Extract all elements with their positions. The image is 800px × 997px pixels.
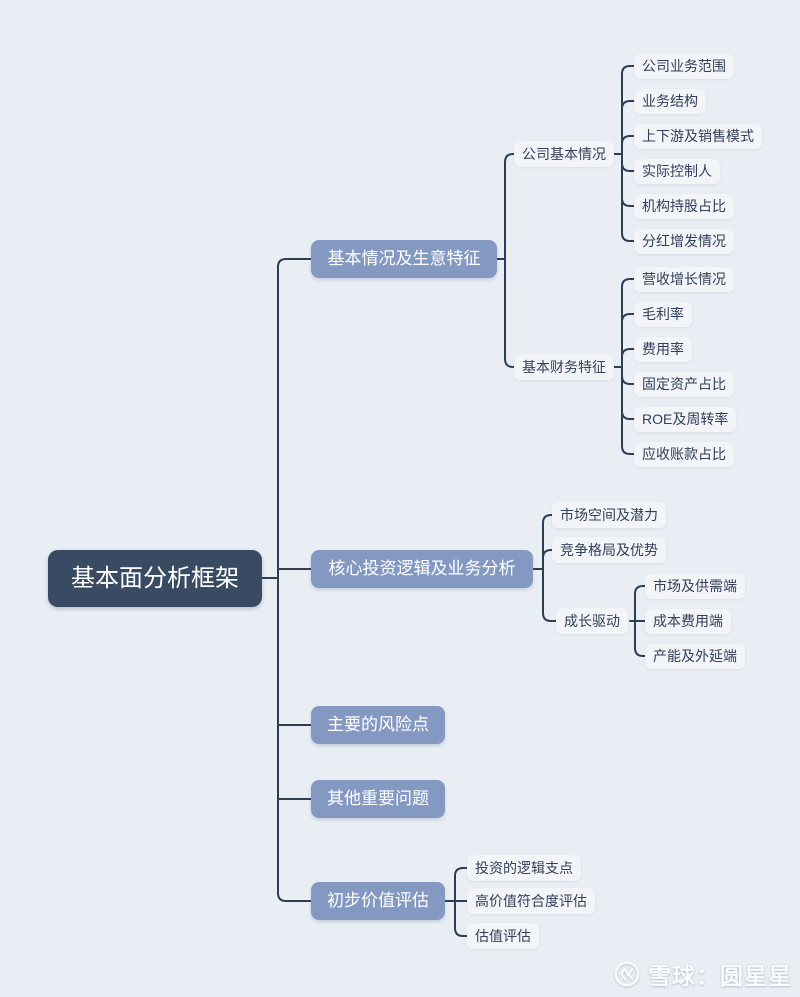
branch-preliminary-valuation[interactable]: 初步价值评估 [311, 882, 445, 920]
leaf-fixed-assets-ratio[interactable]: 固定资产占比 [634, 372, 734, 397]
connector-branch5 [442, 867, 468, 937]
node-competitive-landscape[interactable]: 竞争格局及优势 [552, 537, 666, 563]
leaf-dividend-issuance[interactable]: 分红增发情况 [634, 229, 734, 254]
leaf-gross-margin[interactable]: 毛利率 [634, 302, 692, 327]
connector-basic-financial [606, 278, 635, 455]
node-basic-financial-traits[interactable]: 基本财务特征 [514, 354, 614, 380]
root-node[interactable]: 基本面分析框架 [48, 550, 262, 607]
leaf-cost-expense-side[interactable]: 成本费用端 [645, 609, 731, 634]
branch-basic-business-traits[interactable]: 基本情况及生意特征 [311, 240, 497, 278]
connector-trunk [277, 258, 312, 902]
xueqiu-logo-icon [614, 961, 640, 987]
connector-branch-stubs [277, 568, 312, 800]
leaf-business-scope[interactable]: 公司业务范围 [634, 54, 734, 79]
leaf-actual-controller[interactable]: 实际控制人 [634, 159, 720, 184]
node-valuation-assessment[interactable]: 估值评估 [467, 923, 539, 949]
leaf-business-structure[interactable]: 业务结构 [634, 89, 706, 114]
node-company-basic-info[interactable]: 公司基本情况 [514, 141, 614, 167]
leaf-institutional-holding[interactable]: 机构持股占比 [634, 194, 734, 219]
node-market-space-potential[interactable]: 市场空间及潜力 [552, 502, 666, 528]
connector-growth-driver [629, 585, 646, 657]
node-growth-driver[interactable]: 成长驱动 [556, 608, 628, 634]
watermark-text: 雪球：圆星星 [648, 963, 792, 989]
leaf-expense-ratio[interactable]: 费用率 [634, 337, 692, 362]
leaf-supply-chain-sales-model[interactable]: 上下游及销售模式 [634, 124, 762, 149]
branch-core-investment-logic[interactable]: 核心投资逻辑及业务分析 [311, 550, 533, 588]
leaf-receivables-ratio[interactable]: 应收账款占比 [634, 442, 734, 467]
leaf-revenue-growth[interactable]: 营收增长情况 [634, 267, 734, 292]
watermark: 雪球：圆星星 [613, 957, 792, 991]
node-high-value-fit-assessment[interactable]: 高价值符合度评估 [467, 888, 595, 914]
leaf-market-supply-demand[interactable]: 市场及供需端 [645, 574, 745, 599]
branch-other-issues[interactable]: 其他重要问题 [311, 780, 445, 818]
connector-company-basic [606, 65, 635, 242]
connector-branch2 [532, 514, 557, 622]
leaf-capacity-expansion[interactable]: 产能及外延端 [645, 644, 745, 669]
leaf-roe-turnover[interactable]: ROE及周转率 [634, 407, 737, 432]
connector-branch1 [496, 153, 516, 368]
node-investment-logic-fulcrum[interactable]: 投资的逻辑支点 [467, 855, 581, 881]
branch-main-risks[interactable]: 主要的风险点 [311, 706, 445, 744]
